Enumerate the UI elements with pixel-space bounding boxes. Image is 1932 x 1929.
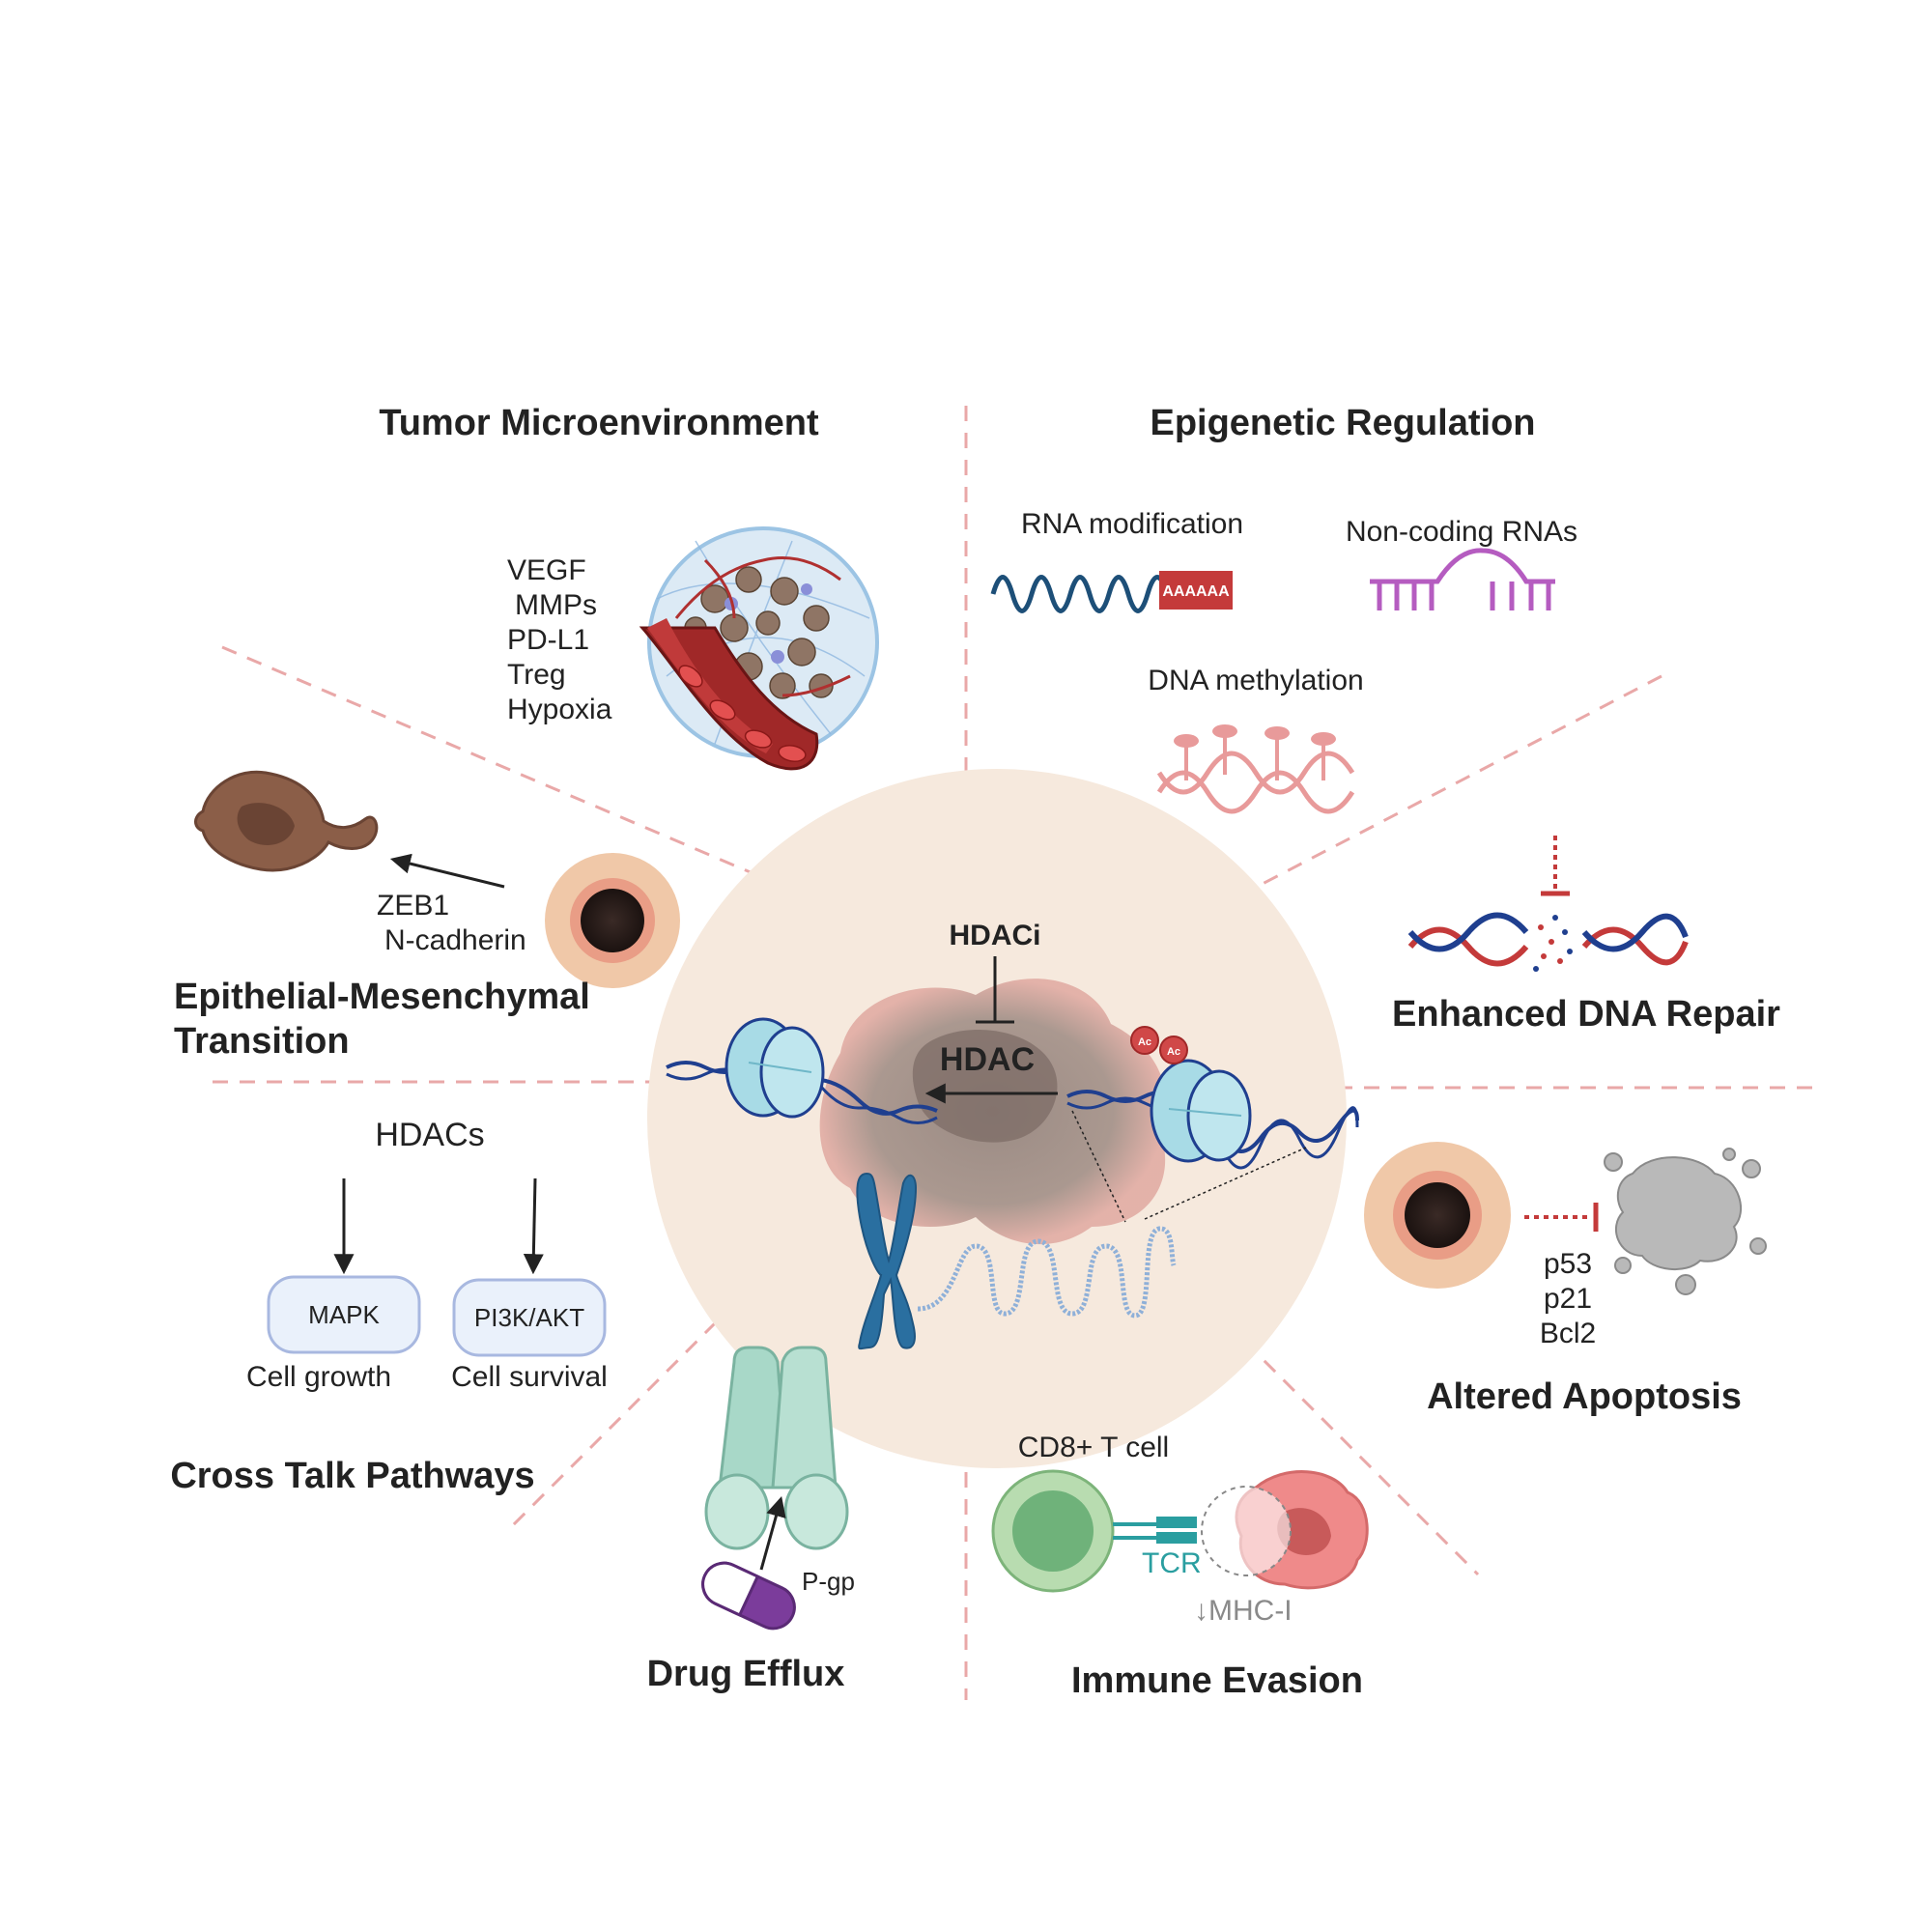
drug-efflux-title: Drug Efflux: [647, 1654, 845, 1694]
dna-repair-title: Enhanced DNA Repair: [1392, 994, 1780, 1035]
acetyl-icon: [1159, 1035, 1188, 1064]
cd8-label: CD8+ T cell: [1018, 1432, 1169, 1463]
divider-upper-right: [1187, 674, 1662, 924]
factor-mmps: MMPs: [515, 589, 597, 621]
noncoding-rna-icon: [1370, 548, 1555, 610]
marker-p21: p21: [1544, 1283, 1592, 1315]
mapk-box: [267, 1275, 421, 1354]
acetyl-icon: [1130, 1026, 1159, 1055]
polya-tail-label: AAAAAA: [1162, 583, 1230, 600]
dna-methylation-label: DNA methylation: [1148, 665, 1363, 696]
mrna-wave-icon: [990, 575, 1170, 613]
epithelial-cell-icon: [545, 853, 680, 988]
acetyl-groups: Ac Ac: [1130, 1026, 1188, 1064]
divider-lower-right: [1148, 1244, 1480, 1576]
section-dividers: [213, 406, 1816, 1700]
cell-growth-label: Cell growth: [246, 1361, 391, 1393]
apoptotic-cell-icon: [1604, 1148, 1767, 1295]
marker-p53: p53: [1544, 1248, 1592, 1280]
factor-vegf: VEGF: [507, 554, 586, 586]
emt-title-line2: Transition: [174, 1021, 350, 1062]
tcr-receptor-icon: [1113, 1517, 1197, 1544]
dna-repair-icon: [1407, 836, 1689, 972]
mapk-label: MAPK: [308, 1300, 380, 1329]
chromosome-icon: [856, 1172, 918, 1350]
chromatin-left: [666, 1017, 938, 1124]
tumor-target-cell-icon: [1201, 1470, 1369, 1590]
acetyl-label: Ac: [1138, 1036, 1151, 1048]
emt-arrow: [389, 853, 505, 889]
acetyl-label: Ac: [1167, 1046, 1180, 1058]
hdaci-label: HDACi: [950, 920, 1041, 951]
tumor-cell-apoptosis-icon: [1364, 1142, 1511, 1289]
cell-survival-label: Cell survival: [451, 1361, 608, 1393]
marker-ncadherin: N-cadherin: [384, 924, 526, 956]
dna-methylation-icon: [1156, 724, 1355, 814]
pi3k-box: [452, 1278, 607, 1357]
crosstalk-title: Cross Talk Pathways: [170, 1456, 534, 1496]
chromatin-right: [1066, 1059, 1359, 1170]
epigenetic-regulation-title: Epigenetic Regulation: [1150, 403, 1535, 443]
t-cell-icon: [991, 1469, 1115, 1593]
rna-modification-label: RNA modification: [1021, 508, 1243, 540]
efflux-arrow: [759, 1495, 786, 1571]
polya-tail-icon: [1159, 571, 1233, 610]
factor-hypoxia: Hypoxia: [507, 694, 612, 725]
immune-evasion-title: Immune Evasion: [1071, 1660, 1363, 1701]
dna-coil: [917, 1226, 1177, 1319]
tumor-vessel-illustration: [639, 526, 879, 771]
zoom-line: [1144, 1147, 1307, 1220]
marker-zeb1: ZEB1: [377, 890, 449, 922]
tcr-label: TCR: [1142, 1547, 1202, 1579]
hdac-label: HDAC: [940, 1041, 1035, 1078]
pi3k-label: PI3K/AKT: [474, 1303, 584, 1332]
apoptosis-title: Altered Apoptosis: [1427, 1376, 1742, 1417]
nucleosome-left: [724, 1017, 825, 1119]
tme-factor-list: VEGF MMPs PD-L1 Treg Hypoxia: [507, 554, 612, 725]
pgp-label: P-gp: [802, 1567, 855, 1596]
marker-bcl2: Bcl2: [1540, 1318, 1596, 1349]
emt-title-line1: Epithelial-Mesenchymal: [174, 977, 590, 1017]
tumor-microenvironment-title: Tumor Microenvironment: [379, 403, 819, 443]
divider-lower-left: [510, 1206, 833, 1528]
factor-pdl1: PD-L1: [507, 624, 589, 656]
drug-pill-icon: [701, 1561, 796, 1631]
nucleosome-right: [1150, 1059, 1252, 1163]
mhc-label: ↓MHC-I: [1194, 1595, 1293, 1627]
mesenchymal-cell-icon: [194, 770, 379, 872]
factor-treg: Treg: [507, 659, 566, 691]
hdacs-label: HDACs: [375, 1117, 484, 1153]
pgp-transporter-icon: [704, 1346, 849, 1550]
hdacs-to-pi3k-arrow: [523, 1177, 544, 1275]
noncoding-rna-label: Non-coding RNAs: [1346, 516, 1577, 548]
